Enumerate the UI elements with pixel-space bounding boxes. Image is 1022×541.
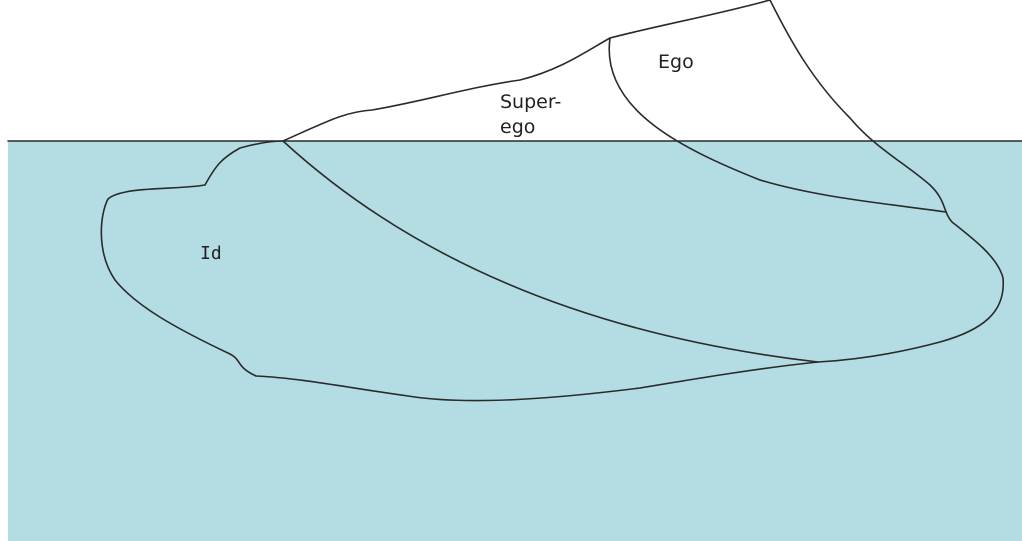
superego-label-line1: Super-: [500, 91, 561, 113]
id-divider: [282, 140, 819, 363]
iceberg-tip-fill: [283, 0, 870, 141]
ego-label: Ego: [658, 51, 694, 73]
superego-label-line2: ego: [500, 116, 535, 138]
superego-ego-divider: [608, 37, 947, 213]
iceberg-outline: [100, 0, 1004, 402]
water-left-edge: [0, 141, 8, 541]
water-area: [8, 141, 1022, 541]
id-label: Id: [200, 243, 222, 264]
